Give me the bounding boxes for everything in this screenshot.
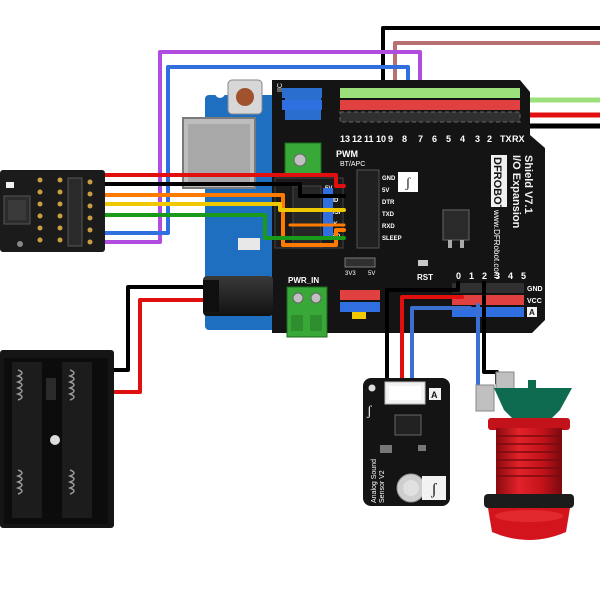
sensor-logo-box [422, 476, 446, 500]
bt-pin-label-gnd: GND [382, 176, 396, 182]
wires-module [100, 173, 346, 247]
digital-pin-label-2: 2 [487, 134, 492, 144]
arduino-label [238, 238, 260, 250]
sensor-name-line2: Sensor V2 [379, 470, 386, 503]
digital-pin-label-4: 4 [460, 134, 465, 144]
analog-pin-label-3: 3 [495, 271, 500, 281]
wire-yellow-module [100, 202, 346, 212]
sound-sensor: A ʃ Analog Sound Sensor V2 ʃ [363, 378, 450, 506]
voltage-regulator [442, 209, 470, 241]
bt-pin-label-rxd: RXD [382, 224, 395, 230]
digital-pin-label-11: 11 [364, 134, 374, 144]
rst-label: RST [417, 273, 433, 282]
bt-pin-label-sleep: SLEEP [382, 236, 402, 242]
bt-apc-label: BT/APC [340, 161, 365, 168]
analog-pin-label-4: 4 [508, 271, 513, 281]
digital-pin-label-5: 5 [446, 134, 451, 144]
digital-pin-label-3: 3 [475, 134, 480, 144]
volt-3v3: 3V3 [345, 271, 356, 277]
gnd-label: GND [527, 286, 543, 293]
digital-pin-label-10: 10 [376, 134, 386, 144]
wire-black-module [100, 182, 346, 198]
sensor-port-letter: A [431, 390, 438, 400]
digital-pin-label-7: 7 [418, 134, 423, 144]
analog-pin-label-5: 5 [521, 271, 526, 281]
analog-a-label: A [529, 308, 535, 317]
wire-red-sensor [400, 295, 464, 387]
svg-text:www.DFRobot.com: www.DFRobot.com [492, 209, 501, 279]
sensor-name-line1: Analog Sound [371, 459, 378, 503]
analog-pin-label-2: 2 [482, 271, 487, 281]
wire-red-module [100, 173, 346, 188]
shield-logo-box [398, 172, 418, 192]
battery-holder-icon [0, 350, 114, 528]
svg-text:I/O Expansion: I/O Expansion [510, 155, 522, 229]
wire-green-module [100, 213, 346, 240]
volt-5v: 5V [368, 271, 375, 277]
arcade-button-icon [475, 371, 574, 540]
vcc-label: VCC [527, 298, 542, 305]
shield-brand: DFROBOT www.DFRobot.com I/O Expansion Sh… [491, 155, 534, 279]
wire-orange-module [100, 193, 346, 247]
voltage-switch [344, 257, 376, 268]
digital-pin-label-8: 8 [402, 134, 407, 144]
wire-blue-sensor [410, 306, 472, 387]
wires-battery [110, 285, 207, 394]
dc-jack [203, 276, 273, 316]
wire-black-sensor [385, 281, 460, 387]
wire-purple-top [100, 50, 422, 244]
digital-pin-label-RX: RX [512, 134, 525, 144]
analog-pin-label-0: 0 [456, 271, 461, 281]
shield-pcb [272, 80, 545, 333]
digital-header [282, 88, 521, 123]
bt-pin-label-txd: TXD [382, 212, 395, 218]
wire-red-battery [110, 298, 207, 394]
digital-pin-label-13: 13 [340, 134, 350, 144]
digital-pin-label-TX: TX [500, 134, 512, 144]
svg-text:Shield V7.1: Shield V7.1 [522, 155, 534, 214]
shield-logo-icon: ʃ [405, 176, 411, 191]
bt-pin-label-dtr: DTR [382, 200, 395, 206]
digital-pin-label-9: 9 [388, 134, 393, 144]
svg-text:DFROBOT: DFROBOT [491, 157, 503, 212]
bt-pin-labels: GND 5V DTR TXD RXD SLEEP [382, 176, 402, 242]
pwm-label: PWM [336, 149, 358, 159]
mp3-module [0, 170, 105, 252]
bt-pin-label-5v: 5V [382, 188, 389, 194]
wire-black-battery [110, 285, 207, 372]
digital-pin-label-12: 12 [352, 134, 362, 144]
analog-pin-label-1: 1 [469, 271, 474, 281]
pwr-in-label: PWR_IN [288, 276, 319, 285]
digital-pin-label-6: 6 [432, 134, 437, 144]
bt-socket [356, 169, 380, 249]
iic-label: IIC [277, 83, 284, 92]
sensor-logo-icon: ʃ [430, 481, 437, 498]
svg-text:ʃ: ʃ [366, 404, 372, 419]
